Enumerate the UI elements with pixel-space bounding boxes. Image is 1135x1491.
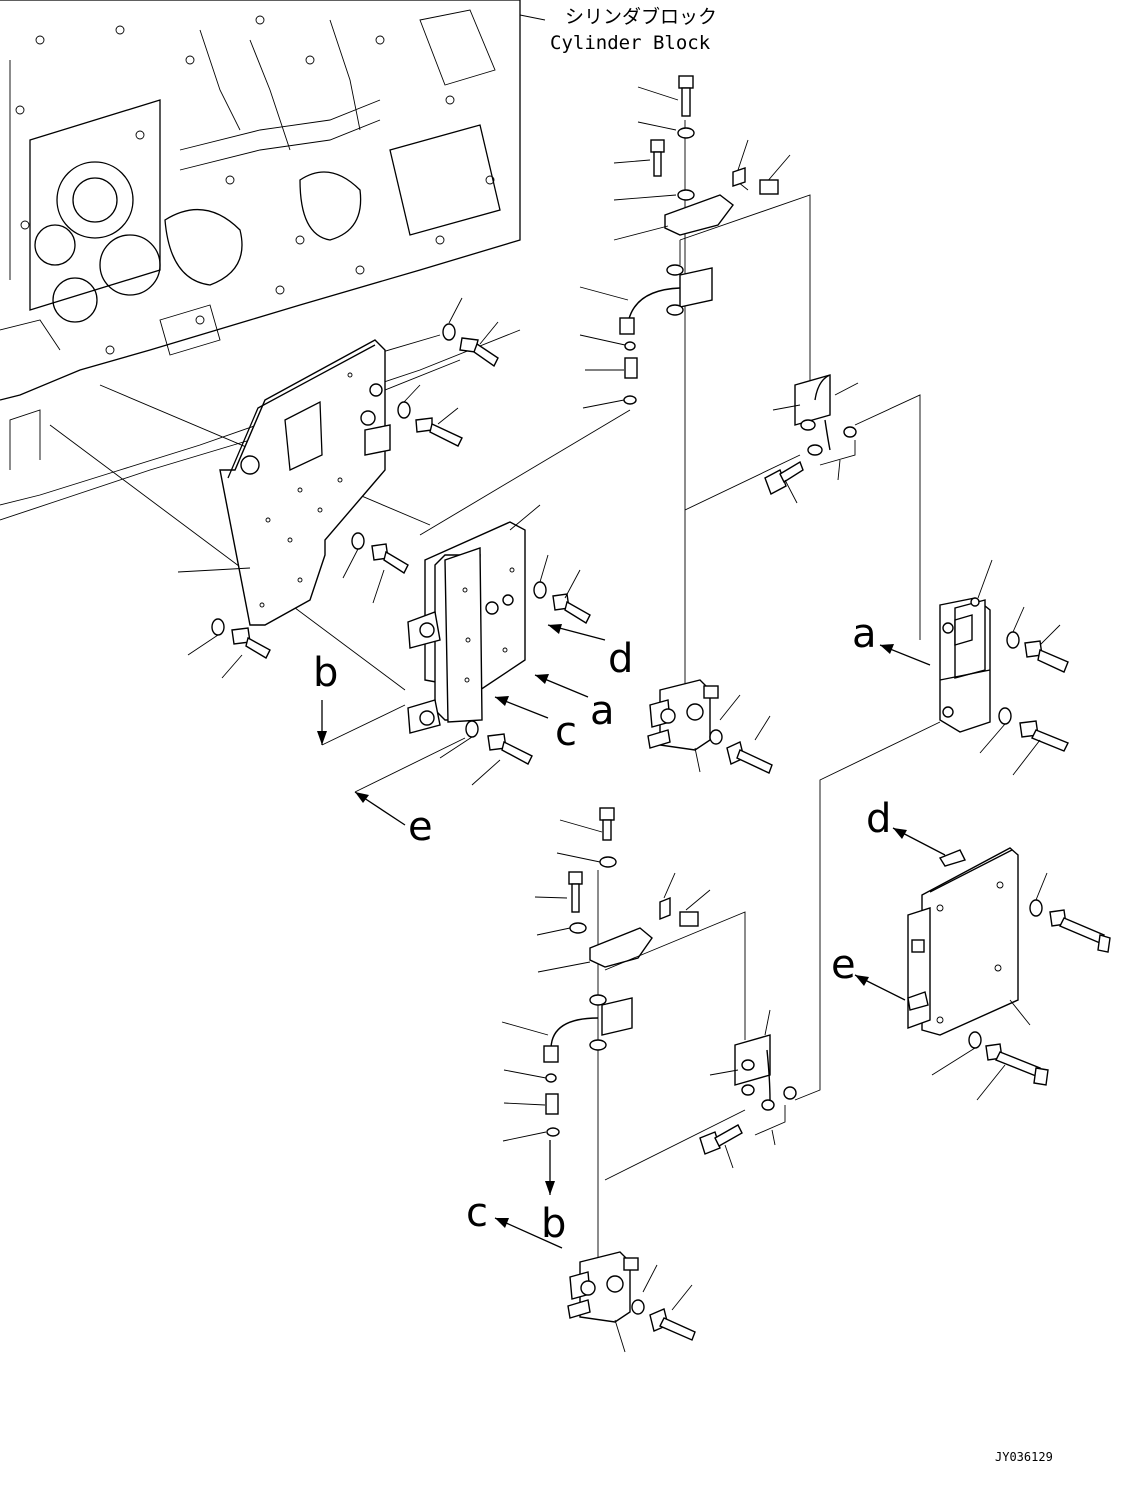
- upper-valve-assembly: [579, 75, 811, 700]
- fasteners-center: [187, 297, 591, 786]
- bolt-icon: [726, 741, 773, 774]
- title-japanese: シリンダブロック: [565, 5, 717, 28]
- cylinder-block: [0, 0, 546, 521]
- bolt-icon: [650, 139, 665, 177]
- ref-label-e: e: [831, 942, 856, 988]
- ref-label-a: a: [852, 611, 877, 657]
- drawing-id: JY036129: [995, 1450, 1053, 1464]
- ref-label-e: e: [408, 804, 433, 850]
- lower-valve-assembly: [501, 807, 797, 1260]
- center-bracket: [407, 504, 541, 734]
- right-upper-block: [794, 559, 1069, 1101]
- ref-label-c: c: [466, 1190, 488, 1236]
- lower-pressure-switch: [567, 1251, 696, 1353]
- bolt-icon: [699, 1124, 743, 1155]
- bolt-icon: [678, 75, 694, 117]
- upper-sensor-bracket: [684, 374, 921, 640]
- ref-label-b: b: [313, 650, 338, 696]
- right-lower-plate: [907, 847, 1111, 1101]
- labels: シリンダブロック Cylinder Block JY036129 d a c b…: [313, 5, 1053, 1464]
- bolt-icon: [599, 807, 615, 841]
- mounting-plate: [177, 339, 391, 626]
- bolt-icon: [649, 1308, 696, 1341]
- upper-pressure-switch: [647, 679, 773, 774]
- bolt-icon: [568, 871, 583, 913]
- reference-arrows: [317, 624, 946, 1249]
- bolt-icon: [764, 460, 804, 495]
- ref-label-d: d: [866, 796, 891, 842]
- ref-label-b: b: [541, 1201, 566, 1247]
- ref-label-d: d: [608, 636, 633, 682]
- ref-label-c: c: [555, 709, 577, 755]
- ref-label-a: a: [590, 688, 615, 734]
- title-english: Cylinder Block: [550, 32, 711, 54]
